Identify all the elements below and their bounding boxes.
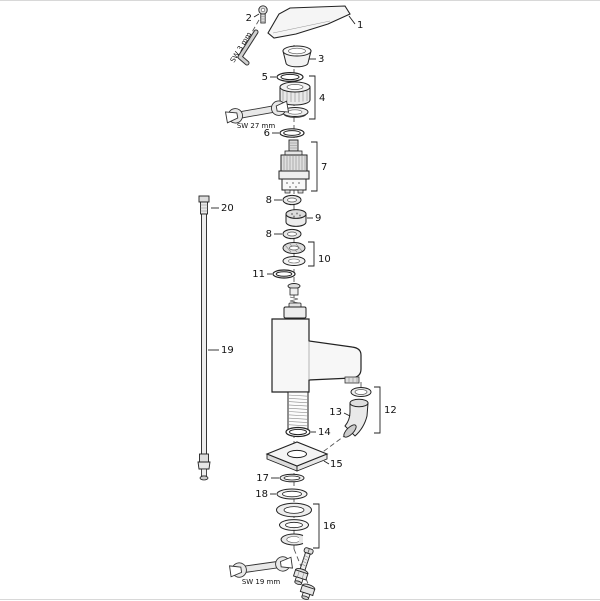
part-label-10: 10: [318, 254, 331, 265]
part-label-18: 18: [255, 489, 268, 500]
part-17-ring: [279, 473, 305, 483]
threaded-shank: [287, 391, 309, 430]
part-14-o-ring: [285, 426, 311, 438]
part-3-handle-sleeve: [282, 45, 312, 68]
part-label-15: 15: [330, 459, 343, 470]
part-label-9: 9: [315, 213, 321, 224]
part-16-washer-set: [276, 502, 312, 546]
hose-fitting-lower: [299, 583, 316, 600]
part-10-seal-set: [282, 242, 306, 266]
part-1-handle-lever: [267, 5, 351, 39]
part-label-7: 7: [321, 162, 327, 173]
part-label-3: 3: [318, 54, 324, 65]
part-9-flow-regulator: [285, 209, 307, 227]
part-label-8-upper: 8: [266, 195, 272, 206]
part-8-ring-upper: [282, 194, 302, 206]
label-sw19: SW 19 mm: [242, 578, 281, 586]
part-label-5: 5: [262, 72, 268, 83]
label-sw27: SW 27 mm: [237, 122, 276, 130]
part-5-o-ring: [276, 71, 304, 82]
wrench-sw27-icon: [224, 99, 290, 125]
part-label-12: 12: [384, 405, 397, 416]
part-label-4: 4: [319, 93, 325, 104]
part-label-11: 11: [252, 269, 265, 280]
part-11-o-ring: [272, 269, 296, 279]
part-15-escutcheon-plate: [265, 441, 329, 472]
part-label-20: 20: [221, 203, 234, 214]
part-6-o-ring: [279, 128, 305, 138]
part-label-6: 6: [264, 128, 270, 139]
part-label-8-lower: 8: [266, 229, 272, 240]
part-label-19: 19: [221, 345, 234, 356]
part-18-ring: [276, 488, 308, 500]
part-7-cartridge: [278, 139, 310, 194]
part-label-17: 17: [256, 473, 269, 484]
part-19-pull-rod: [197, 195, 211, 481]
faucet-body: [271, 302, 362, 393]
part-label-2: 2: [246, 13, 252, 24]
leader-lines: [208, 13, 381, 549]
part-label-16: 16: [323, 521, 336, 532]
allen-key-icon: [237, 29, 259, 66]
part-2-set-screw: [258, 5, 268, 24]
part-label-13: 13: [329, 407, 342, 418]
wrench-sw19-icon: [228, 555, 294, 579]
part-8-ring-lower: [282, 228, 302, 240]
part-label-1: 1: [357, 20, 363, 31]
part-12-13-aerator-assembly: [343, 387, 372, 438]
part-label-14: 14: [318, 427, 331, 438]
hose-fitting-upper: [292, 568, 309, 585]
bottom-screw: [299, 547, 314, 571]
